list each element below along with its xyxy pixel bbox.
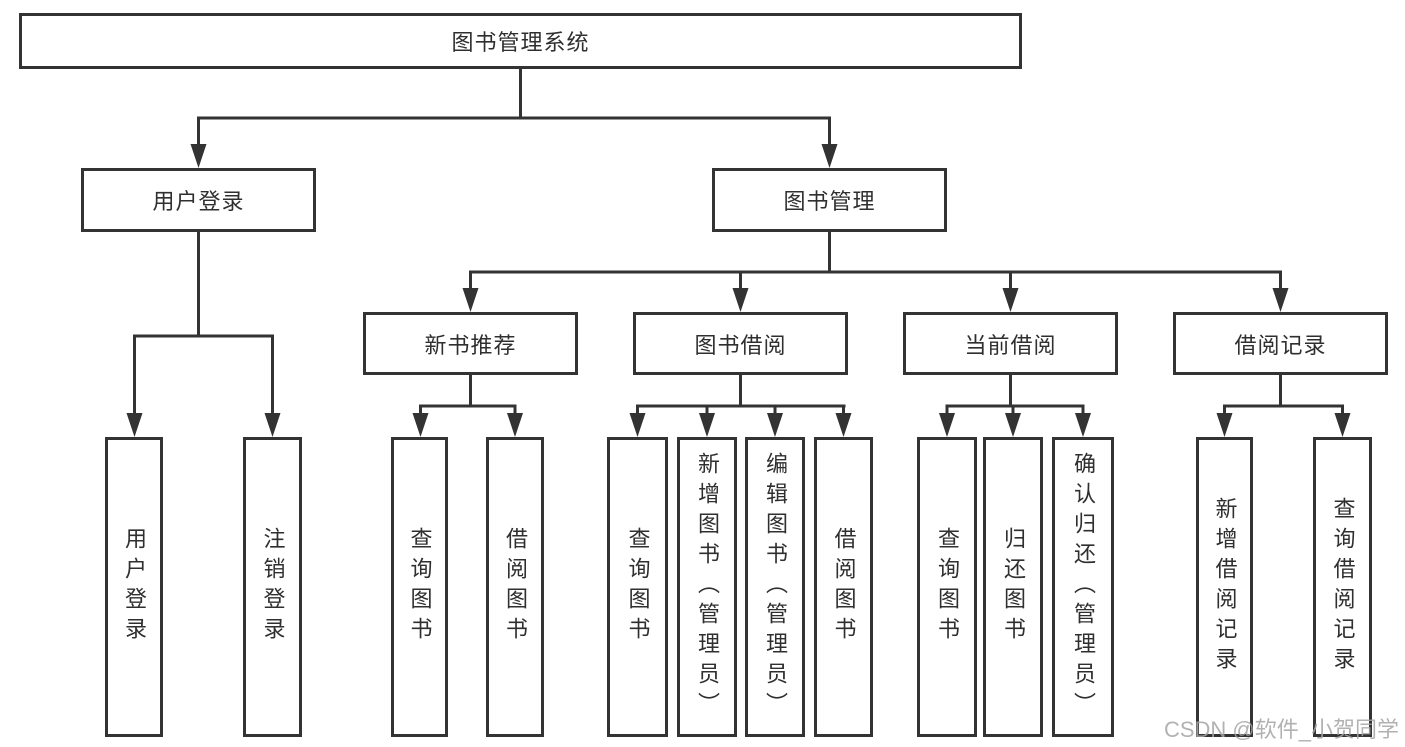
node-root-label: 图书管理系统 (451, 30, 590, 55)
leaf-query-books-current: 查询图书 (917, 437, 977, 737)
branch-borrow-records (1216, 375, 1351, 437)
node-new-book-recommend: 新书推荐 (363, 312, 578, 375)
node-book-management-label: 图书管理 (783, 189, 876, 214)
node-new-book-recommend-label: 新书推荐 (424, 332, 517, 358)
leaf-logout: 注销登录 (243, 437, 302, 737)
leaf-return-books-label: 归还图书 (1001, 527, 1026, 647)
leaf-query-books-borrow-label: 查询图书 (625, 527, 651, 647)
node-book-borrow: 图书借阅 (633, 312, 848, 375)
node-book-management: 图书管理 (712, 168, 947, 232)
leaf-add-books-admin: 新增图书（管理员） (677, 437, 737, 737)
node-borrow-records: 借阅记录 (1173, 312, 1388, 375)
branch-root (190, 69, 838, 168)
leaf-query-borrow-record-label: 查询借阅记录 (1330, 497, 1356, 677)
leaf-query-books-current-label: 查询图书 (935, 527, 960, 647)
node-current-borrow: 当前借阅 (903, 312, 1118, 375)
leaf-add-books-admin-label: 新增图书（管理员） (695, 452, 720, 722)
node-book-borrow-label: 图书借阅 (694, 332, 787, 358)
leaf-confirm-return-admin: 确认归还（管理员） (1052, 437, 1114, 737)
leaf-query-books-newbook: 查询图书 (391, 437, 448, 737)
leaf-add-borrow-record: 新增借阅记录 (1196, 437, 1253, 737)
leaf-query-books-newbook-label: 查询图书 (407, 527, 433, 647)
leaf-logout-label: 注销登录 (260, 527, 286, 647)
branch-user-login (126, 232, 281, 437)
branch-book-management (462, 232, 1289, 312)
leaf-query-borrow-record: 查询借阅记录 (1313, 437, 1372, 737)
leaf-borrow-books-label: 借阅图书 (831, 527, 857, 647)
leaf-borrow-books: 借阅图书 (814, 437, 873, 737)
leaf-edit-books-admin-label: 编辑图书（管理员） (763, 452, 788, 722)
leaf-query-books-borrow: 查询图书 (607, 437, 668, 737)
node-user-login-label: 用户登录 (152, 189, 245, 214)
branch-current-borrow (939, 375, 1091, 437)
leaf-confirm-return-admin-label: 确认归还（管理员） (1071, 452, 1096, 722)
leaf-user-login-label: 用户登录 (122, 527, 147, 647)
node-user-login: 用户登录 (81, 168, 316, 232)
leaf-borrow-books-newbook-label: 借阅图书 (503, 527, 528, 647)
branch-new-book (412, 375, 523, 437)
node-borrow-records-label: 借阅记录 (1234, 332, 1327, 358)
node-root: 图书管理系统 (19, 13, 1022, 69)
leaf-edit-books-admin: 编辑图书（管理员） (745, 437, 805, 737)
branch-book-borrow (629, 375, 852, 437)
csdn-watermark: CSDN @软件_小贺同学 (1163, 717, 1399, 742)
leaf-user-login: 用户登录 (105, 437, 163, 737)
node-current-borrow-label: 当前借阅 (964, 332, 1057, 358)
leaf-return-books: 归还图书 (983, 437, 1043, 737)
leaf-borrow-books-newbook: 借阅图书 (486, 437, 544, 737)
leaf-add-borrow-record-label: 新增借阅记录 (1212, 497, 1238, 677)
